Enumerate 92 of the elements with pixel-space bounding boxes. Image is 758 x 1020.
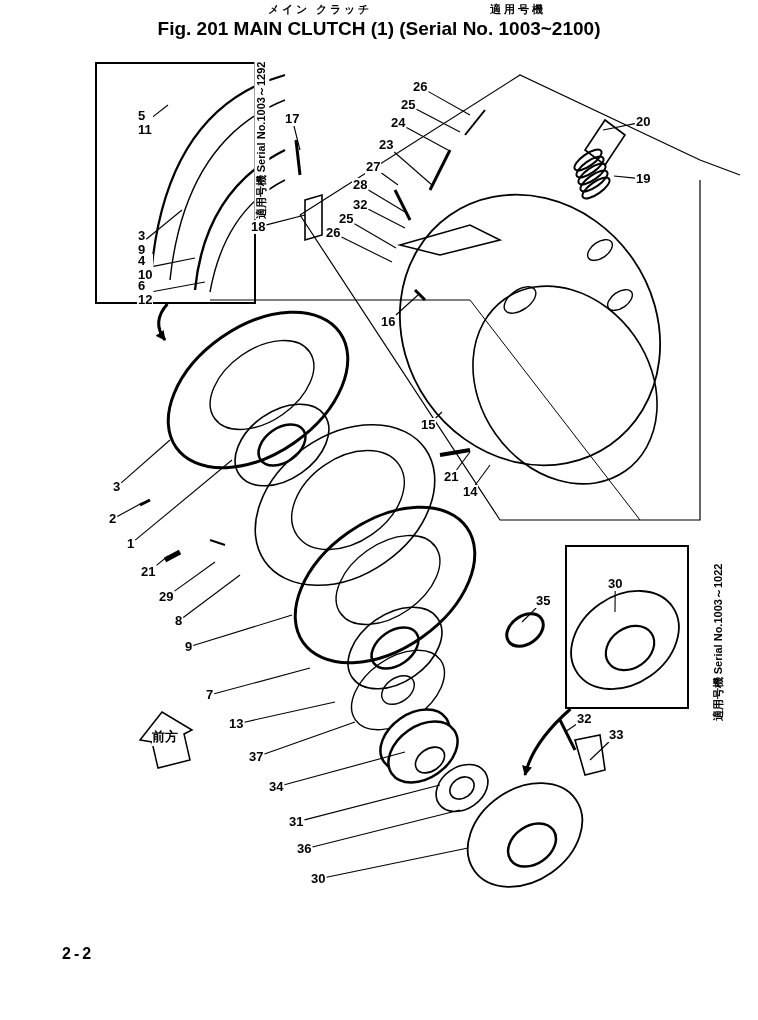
leader-line <box>415 108 461 133</box>
leader-line <box>303 784 441 821</box>
callout-number: 32 <box>576 712 593 726</box>
leader-line <box>427 91 471 116</box>
callout-number: 2 <box>108 512 118 526</box>
leader-line <box>602 123 636 131</box>
leader-line <box>521 607 537 623</box>
callout-number: 35 <box>535 594 552 608</box>
callout-number: 30 <box>607 577 624 591</box>
callout-number: 17 <box>284 112 301 126</box>
callout-number: 8 <box>174 614 184 628</box>
pointer-arrow <box>155 303 169 341</box>
callout-number: 1 <box>126 537 136 551</box>
leader-line <box>353 223 397 249</box>
leader-line <box>265 214 306 226</box>
callout-number: 7 <box>205 688 215 702</box>
leader-line <box>405 126 449 151</box>
callout-number: 23 <box>378 138 395 152</box>
callout-number: 14 <box>462 485 479 499</box>
leader-line <box>120 439 171 484</box>
leader-line <box>152 257 196 267</box>
callout-number: 29 <box>158 590 175 604</box>
callout-number: 24 <box>390 116 407 130</box>
leader-line <box>435 411 443 419</box>
callout-number: 25 <box>400 98 417 112</box>
callout-number: 36 <box>296 842 313 856</box>
callout-number: 21 <box>140 565 157 579</box>
callout-number: 5 <box>138 109 147 123</box>
leader-line <box>152 281 206 293</box>
leader-line <box>589 741 610 761</box>
leader-line <box>474 464 491 486</box>
leader-line <box>293 125 301 151</box>
inset-frame <box>565 545 689 709</box>
callout-number: 25 <box>338 212 355 226</box>
callout-number: 34 <box>268 780 285 794</box>
callout-number: 3 <box>112 480 122 494</box>
callout-number: 20 <box>635 115 652 129</box>
callout-number: 12 <box>138 293 153 307</box>
callout-number: 18 <box>250 220 267 234</box>
leader-line <box>182 574 241 619</box>
callout-number: 6 <box>138 279 146 293</box>
callout-number: 9 <box>138 243 146 257</box>
leader-line <box>564 724 577 733</box>
leader-line <box>283 751 406 786</box>
leader-line <box>173 561 216 592</box>
callout-number: 13 <box>228 717 245 731</box>
leader-line <box>243 701 336 723</box>
leader-line <box>213 667 311 695</box>
callout-number: 27 <box>365 160 382 174</box>
leader-line <box>145 209 183 240</box>
page-number: 2-2 <box>62 945 95 963</box>
leader-line <box>393 151 433 186</box>
callout-number: 26 <box>412 80 429 94</box>
ruby-label: メイン クラッチ <box>268 2 373 17</box>
callout-number: 28 <box>352 178 369 192</box>
leader-line <box>340 236 393 263</box>
ruby-label: 適用号機 <box>490 2 546 17</box>
callout-number: 26 <box>325 226 342 240</box>
callout-number: 33 <box>608 728 625 742</box>
callout-number: 15 <box>420 418 437 432</box>
leader-line <box>613 175 636 179</box>
leader-line <box>367 189 406 213</box>
leader-line <box>325 847 469 878</box>
leader-line <box>155 555 169 566</box>
direction-label: 前方 <box>152 728 178 746</box>
leader-line <box>455 451 471 471</box>
callout-number: 4 <box>138 254 147 268</box>
callout-number: 31 <box>288 815 305 829</box>
leader-line <box>152 104 169 118</box>
leader-line <box>614 590 616 613</box>
leader-line <box>116 502 143 518</box>
callout-number: 30 <box>310 872 327 886</box>
callout-number: 37 <box>248 750 265 764</box>
callout-number: 16 <box>380 315 397 329</box>
leader-line <box>134 459 233 541</box>
callout-number: 10 <box>138 268 153 282</box>
callout-number: 3 <box>138 229 146 243</box>
serial-note: 適用号機 Serial No.1003～1022 <box>711 563 727 722</box>
serial-note: 適用号機 Serial No.1003～1292 <box>254 61 270 220</box>
leader-line <box>395 294 419 316</box>
figure-title: Fig. 201 MAIN CLUTCH (1) (Serial No. 1003~2100) <box>156 18 602 40</box>
callout-number: 11 <box>138 123 152 137</box>
callout-number: 32 <box>352 198 369 212</box>
leader-line <box>367 208 406 229</box>
leader-line <box>192 614 293 647</box>
callout-number: 19 <box>635 172 652 186</box>
callout-number: 9 <box>184 640 194 654</box>
leader-line <box>311 809 461 848</box>
leader-line <box>263 721 356 755</box>
pointer-arrow <box>522 707 572 776</box>
leader-line <box>380 172 399 186</box>
callout-number: 21 <box>443 470 460 484</box>
